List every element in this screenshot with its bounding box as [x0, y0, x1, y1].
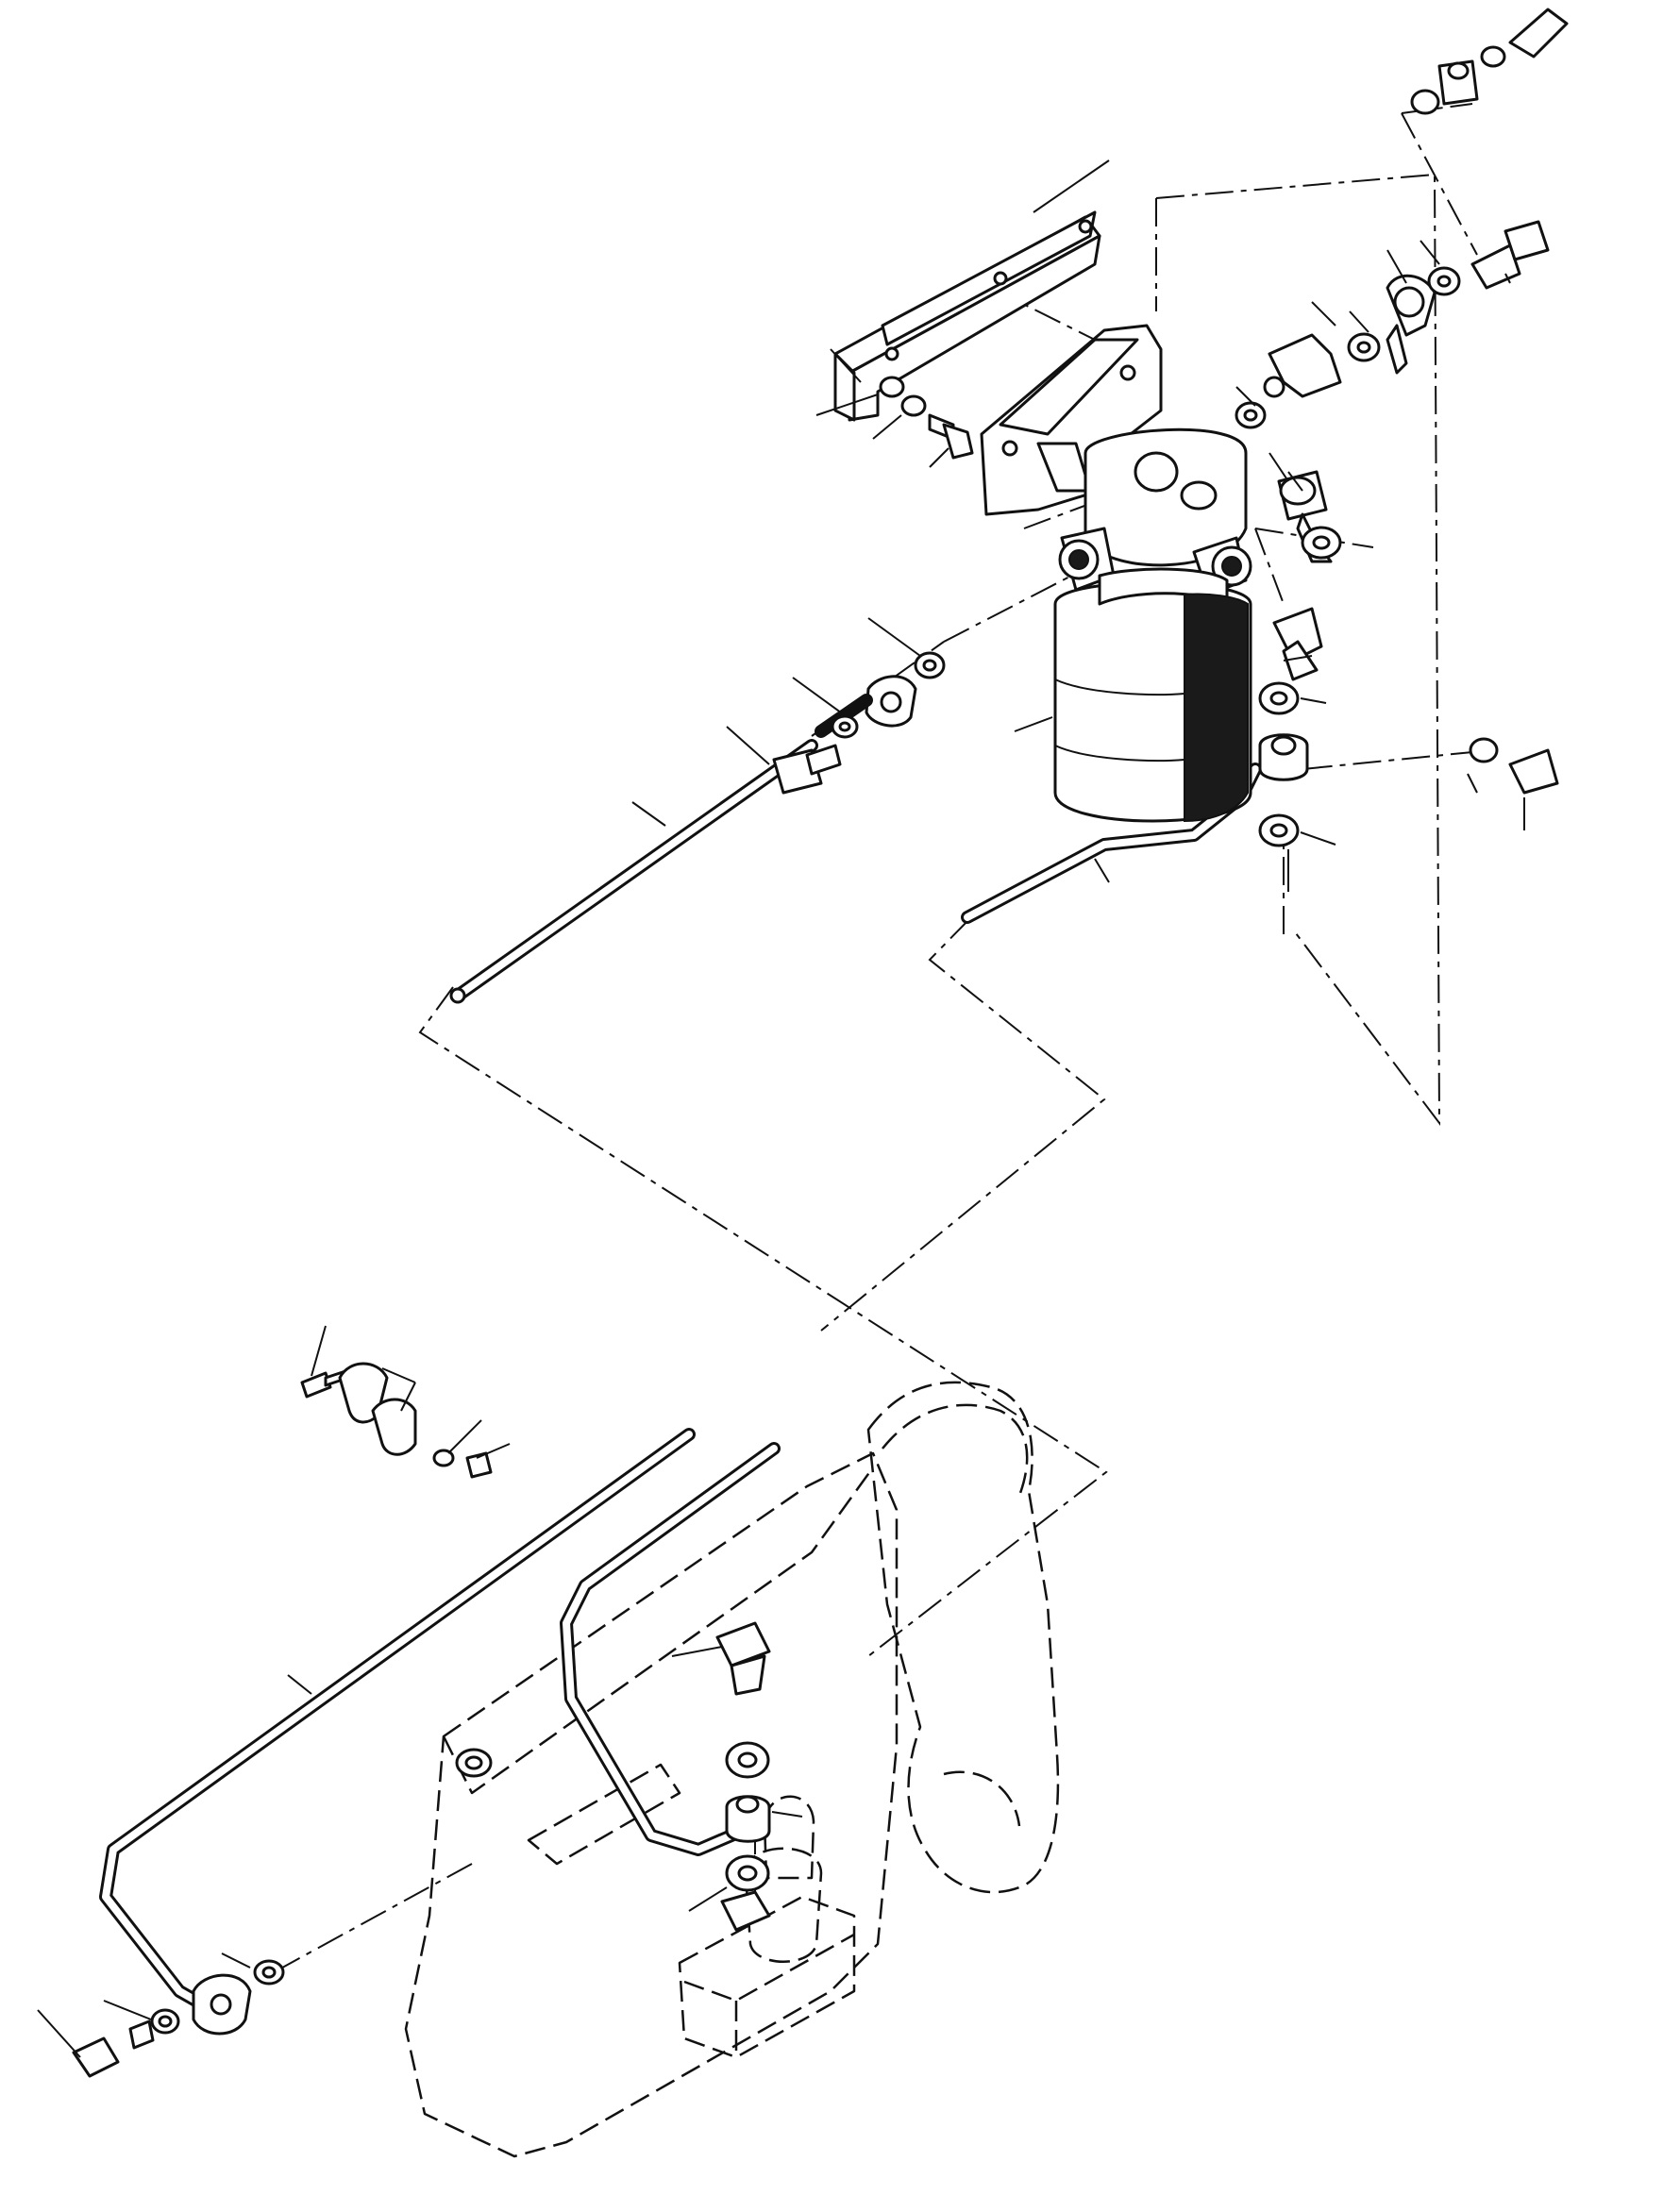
upper-pipe-banjo — [772, 651, 946, 795]
bleed-bolt-assembly — [1272, 470, 1342, 681]
leader-lines — [37, 159, 1525, 2058]
fuel-filter-cartridge — [1053, 567, 1252, 823]
pipe-clamp-set — [300, 1362, 493, 1479]
fuel-pipe-lower-bent — [560, 1442, 781, 1856]
pump-banjo-assembly — [715, 1621, 771, 1932]
filter-outlet-banjo — [1258, 681, 1559, 847]
mounting-bracket — [833, 210, 1101, 422]
bracket-bolt-assembly — [879, 376, 974, 460]
fuel-pipe-lower-long — [99, 1428, 696, 2017]
filter-fittings-right — [1235, 220, 1550, 429]
filter-head — [980, 324, 1252, 596]
fuel-pipe-upper-left — [449, 739, 818, 1004]
pump-inlet-fitting — [455, 1748, 493, 1778]
lower-left-banjo-assembly — [72, 1959, 285, 2078]
top-right-fittings — [1410, 8, 1569, 115]
